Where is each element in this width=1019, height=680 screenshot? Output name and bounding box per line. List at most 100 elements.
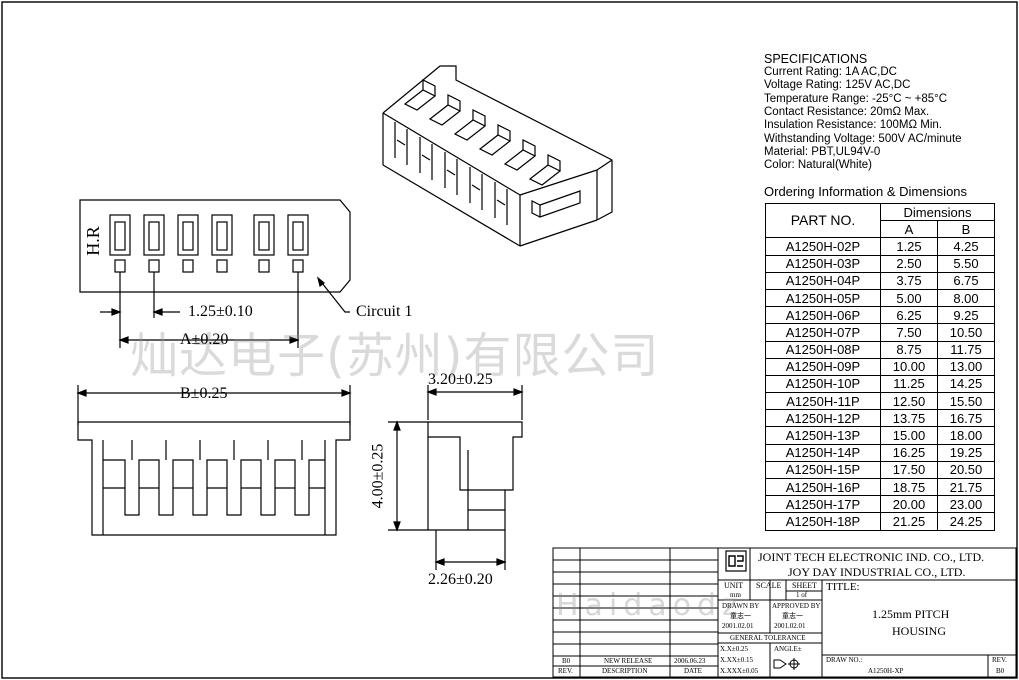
dim-b-cell: 4.25 <box>937 237 995 256</box>
company-name-2: JOY DAY INDUSTRIAL CO., LTD. <box>788 565 966 579</box>
spec-line: Material: PBT,UL94V-0 <box>764 145 881 158</box>
a-dimension: A±0.20 <box>180 331 229 348</box>
col-dimensions: Dimensions <box>880 202 995 222</box>
draw-no-label: DRAW NO.: <box>826 656 863 664</box>
sheet-label: SHEET <box>792 581 817 590</box>
tolerance-2: X.XX±0.15 <box>720 656 754 664</box>
dim-b-cell: 13.00 <box>937 357 995 376</box>
revision-description: NEW RELEASE <box>604 657 653 665</box>
tolerance-3: X.XXX±0.05 <box>720 667 759 675</box>
dim-b-cell: 6.75 <box>937 271 995 290</box>
isometric-view <box>382 65 613 247</box>
scale-label: SCALE <box>756 581 782 590</box>
spec-line: Contact Resistance: 20mΩ Max. <box>764 105 930 118</box>
col-a: A <box>880 220 938 239</box>
dim-a-cell: 11.25 <box>880 374 938 394</box>
col-b: B <box>937 220 995 239</box>
pitch-dimension: 1.25±0.10 <box>188 303 253 320</box>
dim-a-cell: 15.00 <box>880 426 938 445</box>
tolerance-1: X.X±0.25 <box>720 645 748 653</box>
unit-label: UNIT <box>724 581 744 590</box>
description-column-header: DESCRIPTION <box>602 667 648 675</box>
spec-line: Current Rating: 1A AC,DC <box>764 66 897 78</box>
side-view <box>388 385 524 570</box>
dim-b-cell: 19.25 <box>937 443 995 462</box>
dim-a-cell: 2.50 <box>880 254 938 273</box>
sheet-value: 1 of <box>796 591 808 599</box>
rev-value: B0 <box>996 667 1005 675</box>
part-number-cell: A1250H-08P <box>765 340 881 359</box>
approved-by-label: APPROVED BY <box>772 602 821 610</box>
revision-date: 2006.06.23 <box>674 657 706 665</box>
general-tolerance: GENERAL TOLERANCE <box>730 634 806 642</box>
part-number-cell: A1250H-09P <box>765 357 881 376</box>
part-number-cell: A1250H-07P <box>765 323 881 342</box>
unit-value: mm <box>730 591 741 599</box>
drawn-by-name: 童志一 <box>730 612 751 620</box>
dim-b-cell: 21.75 <box>937 477 995 497</box>
drawing-title-line1: 1.25mm PITCH <box>872 607 950 621</box>
part-number-cell: A1250H-14P <box>765 443 881 462</box>
width-dimension: 3.20±0.25 <box>428 371 493 388</box>
front-view <box>76 385 352 536</box>
watermark-text: 灿达电子(苏州)有限公司 <box>130 328 660 384</box>
top-view <box>79 199 351 348</box>
dim-a-cell: 10.00 <box>880 357 938 376</box>
dim-a-cell: 3.75 <box>880 271 938 290</box>
revision-code: B0 <box>562 657 571 665</box>
dim-b-cell: 8.00 <box>937 288 995 308</box>
drawing-title-line2: HOUSING <box>892 624 946 638</box>
part-number-cell: A1250H-05P <box>765 288 881 308</box>
drawn-by-label: DRAWN BY <box>722 602 760 610</box>
dim-b-cell: 11.75 <box>937 340 995 359</box>
dim-a-cell: 21.25 <box>880 512 938 531</box>
part-number-cell: A1250H-16P <box>765 477 881 497</box>
dim-b-cell: 20.50 <box>937 460 995 480</box>
dim-b-cell: 23.00 <box>937 495 995 514</box>
spec-line: Withstanding Voltage: 500V AC/minute <box>764 132 962 145</box>
dim-b-cell: 15.50 <box>937 392 995 411</box>
specifications-title: SPECIFICATIONS <box>764 52 868 66</box>
approved-by-name: 童志一 <box>782 612 803 620</box>
dim-a-cell: 18.75 <box>880 477 938 497</box>
dim-a-cell: 20.00 <box>880 495 938 514</box>
dim-a-cell: 6.25 <box>880 306 938 325</box>
part-number-cell: A1250H-02P <box>765 237 881 256</box>
dim-a-cell: 12.50 <box>880 392 938 411</box>
company-name: JOINT TECH ELECTRONIC IND. CO., LTD. <box>758 550 985 564</box>
col-part-no: PART NO. <box>765 202 881 239</box>
dim-a-cell: 16.25 <box>880 443 938 462</box>
part-number-cell: A1250H-15P <box>765 460 881 480</box>
dim-a-cell: 7.50 <box>880 323 938 342</box>
watermark-sub-text: Haidaodz <box>556 588 744 623</box>
dim-a-cell: 1.25 <box>880 237 938 256</box>
date-column-header: DATE <box>684 667 702 675</box>
dim-a-cell: 17.50 <box>880 460 938 480</box>
spec-line: Insulation Resistance: 100MΩ Min. <box>764 119 942 132</box>
b-dimension: B±0.25 <box>180 385 228 402</box>
part-number-cell: A1250H-17P <box>765 495 881 514</box>
circuit-label: Circuit 1 <box>356 303 413 320</box>
dim-b-cell: 18.00 <box>937 426 995 445</box>
dim-b-cell: 14.25 <box>937 374 995 394</box>
dim-a-cell: 13.75 <box>880 409 938 428</box>
angle-label: ANGLE± <box>774 645 802 653</box>
dim-b-cell: 10.50 <box>937 323 995 342</box>
